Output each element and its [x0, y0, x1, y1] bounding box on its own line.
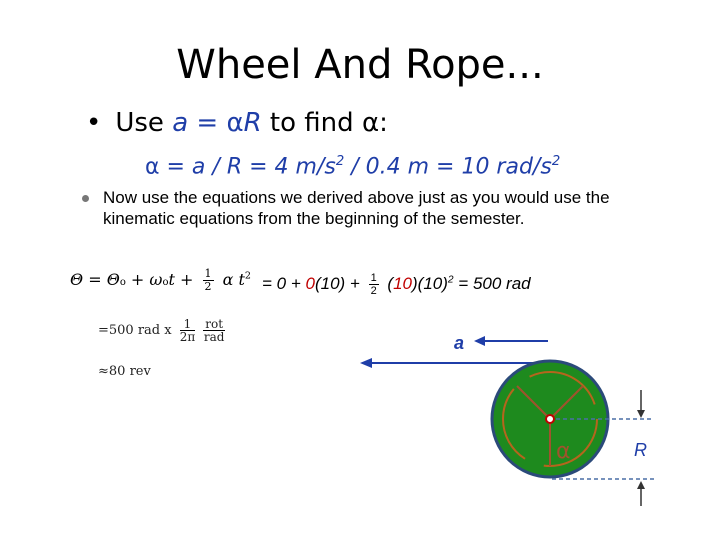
spoke-2 [549, 385, 584, 420]
frac-den: 2 [204, 280, 212, 293]
calc-exp1: 2 [335, 154, 345, 169]
frac-num: rot [203, 317, 226, 331]
rope-arrowhead [360, 358, 372, 368]
frac-den: 2 [370, 285, 377, 297]
spoke-1 [516, 385, 551, 420]
calc-exp2: 2 [551, 154, 561, 169]
colon: : [379, 108, 388, 138]
axle [545, 414, 555, 424]
eq-exp: 2 [244, 270, 252, 282]
r-arrow-top-head [637, 410, 645, 418]
eval-part2: (10) + [314, 273, 365, 293]
bullet-prefix: Use [115, 108, 173, 138]
bullet-text: Now use the equations we derived above j… [103, 188, 610, 228]
accel-label: a [454, 333, 465, 353]
eq-lhs: Θ = Θ [70, 270, 120, 289]
calc-part1: = a / R = 4 m/s [159, 154, 336, 180]
bullet-suffix: to find [261, 108, 362, 138]
calc-part2: / 0.4 m = 10 rad/s [344, 154, 552, 180]
eval-part1: = 0 + [262, 273, 306, 293]
var-a: a [172, 108, 189, 138]
radius-label: R [634, 440, 647, 460]
accel-arrowhead [474, 336, 485, 346]
bullet-use-formula: •Use a = αR to find α: [86, 108, 388, 138]
eq-omega: + ω [125, 270, 163, 289]
bullet-kinematics: Now use the equations we derived above j… [82, 187, 642, 229]
alpha-calculation: α = a / R = 4 m/s2 / 0.4 m = 10 rad/s2 [145, 154, 560, 179]
frac-num: 1 [368, 272, 379, 285]
eq-t: t + [168, 270, 199, 289]
conversion-line2: ≈80 rev [98, 364, 151, 379]
eval-red-10: 10 [393, 273, 412, 293]
eq-sub0: o [119, 277, 126, 288]
bullet-dot [82, 195, 89, 202]
eval-exp: 2 [447, 274, 454, 286]
equals: = [188, 108, 227, 138]
r-arrow-bottom-head [637, 481, 645, 489]
eq-sub1: o [162, 277, 169, 288]
var-R: R [243, 108, 262, 138]
frac-den: 2π [179, 330, 196, 344]
alpha-symbol: α [145, 154, 160, 180]
eval-part5: = 500 rad [453, 273, 531, 293]
conv-text: =500 rad x [98, 323, 176, 338]
alpha-symbol-2: α [361, 108, 380, 138]
slide-title: Wheel And Rope... [176, 42, 544, 88]
eval-red-0: 0 [305, 273, 315, 293]
bullet-dot: • [86, 108, 102, 138]
eval-part4: )(10) [412, 273, 448, 293]
eq-alpha-t: α t [217, 270, 245, 289]
alpha-symbol: α [226, 108, 244, 138]
wheel-alpha-label: α [556, 439, 571, 464]
frac-num: 1 [202, 267, 214, 281]
frac-num: 1 [179, 318, 196, 331]
frac-den: rad [203, 330, 225, 344]
eval-part3: ( [382, 273, 394, 293]
